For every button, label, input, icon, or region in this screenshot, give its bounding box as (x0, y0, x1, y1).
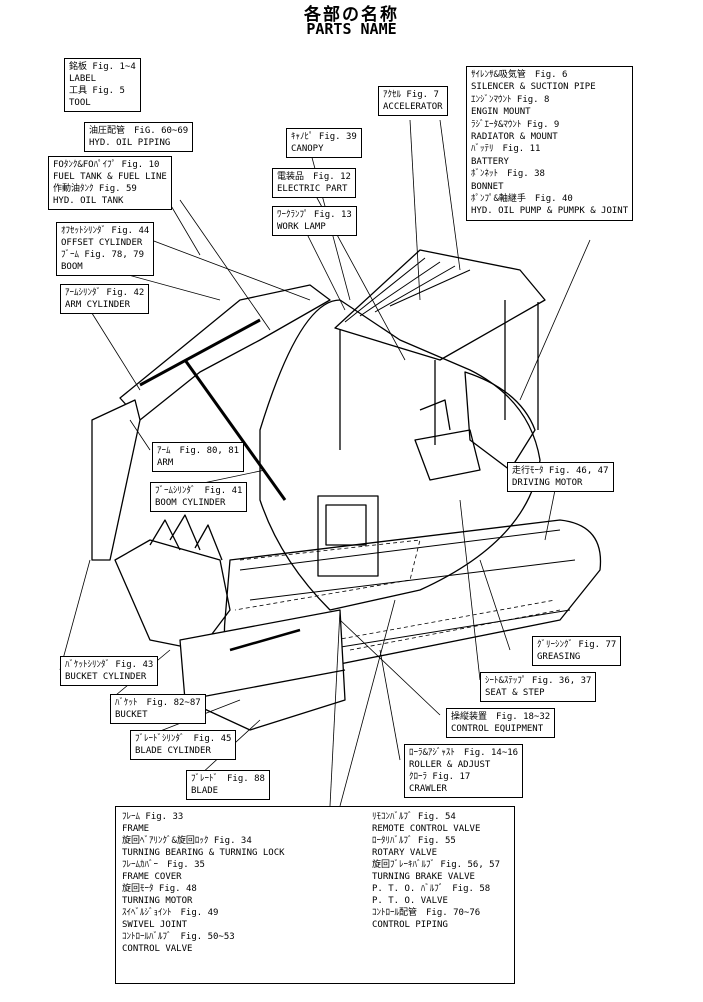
control-box (317, 495, 379, 577)
boom (119, 284, 331, 421)
boom-cylinder-label: ﾌﾞｰﾑｼﾘﾝﾀﾞ Fig. 41 BOOM CYLINDER (150, 482, 248, 512)
seat-step-label: ｼｰﾄ&ｽﾃｯﾌﾟ Fig. 36, 37 SEAT & STEP (480, 672, 597, 702)
accelerator-label: ｱｸｾﾙ Fig. 7 ACCELERATOR (378, 86, 448, 116)
frame-parts-left-column: ﾌﾚｰﾑ Fig. 33 FRAME 旋回ﾍﾞｱﾘﾝｸﾞ&旋回ﾛｯｸ Fig. … (122, 812, 285, 954)
label-tool-label: 銘板 Fig. 1~4 LABEL 工具 Fig. 5 TOOL (64, 58, 141, 112)
hyd-oil-piping-label: 油圧配管 FiG. 60~69 HYD. OIL PIPING (84, 122, 194, 152)
control-equipment-label: 操縦装置 Fig. 18~32 CONTROL EQUIPMENT (446, 708, 556, 738)
bucket-cylinder-label: ﾊﾞｹｯﾄｼﾘﾝﾀﾞ Fig. 43 BUCKET CYLINDER (60, 656, 159, 686)
canopy-label: ｷｬﾉﾋﾟ Fig. 39 CANOPY (286, 128, 362, 158)
bucket-label: ﾊﾞｹｯﾄ Fig. 82~87 BUCKET (110, 694, 206, 724)
driving-motor-label: 走行ﾓｰﾀ Fig. 46, 47 DRIVING MOTOR (507, 462, 614, 492)
page-title-english: PARTS NAME (306, 20, 397, 38)
offset-cylinder-boom-label: ｵﾌｾｯﾄｼﾘﾝﾀﾞ Fig. 44 OFFSET CYLINDER ﾌﾞｰﾑ … (56, 222, 155, 276)
blade-label: ﾌﾞﾚｰﾄﾞ Fig. 88 BLADE (186, 770, 270, 800)
blade (179, 609, 346, 731)
arm-label: ｱｰﾑ Fig. 80, 81 ARM (152, 442, 245, 472)
greasing-label: ｸﾞﾘｰｼﾝｸﾞ Fig. 77 GREASING (532, 636, 622, 666)
electric-part-label: 電装品 Fig. 12 ELECTRIC PART (272, 168, 356, 198)
work-lamp-label: ﾜｰｸﾗﾝﾌﾟ Fig. 13 WORK LAMP (272, 206, 357, 236)
roller-crawler-label: ﾛｰﾗ&ｱｼﾞｬｽﾄ Fig. 14~16 ROLLER & ADJUST ｸﾛ… (404, 744, 524, 798)
engine-hood (464, 371, 536, 471)
frame-parts-box: ﾌﾚｰﾑ Fig. 33 FRAME 旋回ﾍﾞｱﾘﾝｸﾞ&旋回ﾛｯｸ Fig. … (115, 806, 515, 984)
canopy-posts (339, 300, 539, 450)
fuel-tank-label: FOﾀﾝｸ&FOﾊﾟｲﾌﾟ Fig. 10 FUEL TANK & FUEL L… (48, 156, 172, 210)
bucket (114, 539, 231, 651)
upper-body (259, 299, 541, 611)
arm-cylinder-label: ｱｰﾑｼﾘﾝﾀﾞ Fig. 42 ARM CYLINDER (60, 284, 150, 314)
frame-parts-right-column: ﾘﾓｺﾝﾊﾞﾙﾌﾞ Fig. 54 REMOTE CONTROL VALVE ﾛ… (372, 812, 501, 930)
canopy-roof (334, 249, 546, 361)
page-title-japanese: 各部の名称 (304, 5, 399, 25)
arm (91, 399, 141, 561)
silencer-group-label: ｻｲﾚﾝｻ&吸気管 Fig. 6 SILENCER & SUCTION PIPE… (466, 66, 634, 221)
seat (414, 429, 481, 481)
blade-cylinder-label: ﾌﾞﾚｰﾄﾞｼﾘﾝﾀﾞ Fig. 45 BLADE CYLINDER (130, 730, 237, 760)
